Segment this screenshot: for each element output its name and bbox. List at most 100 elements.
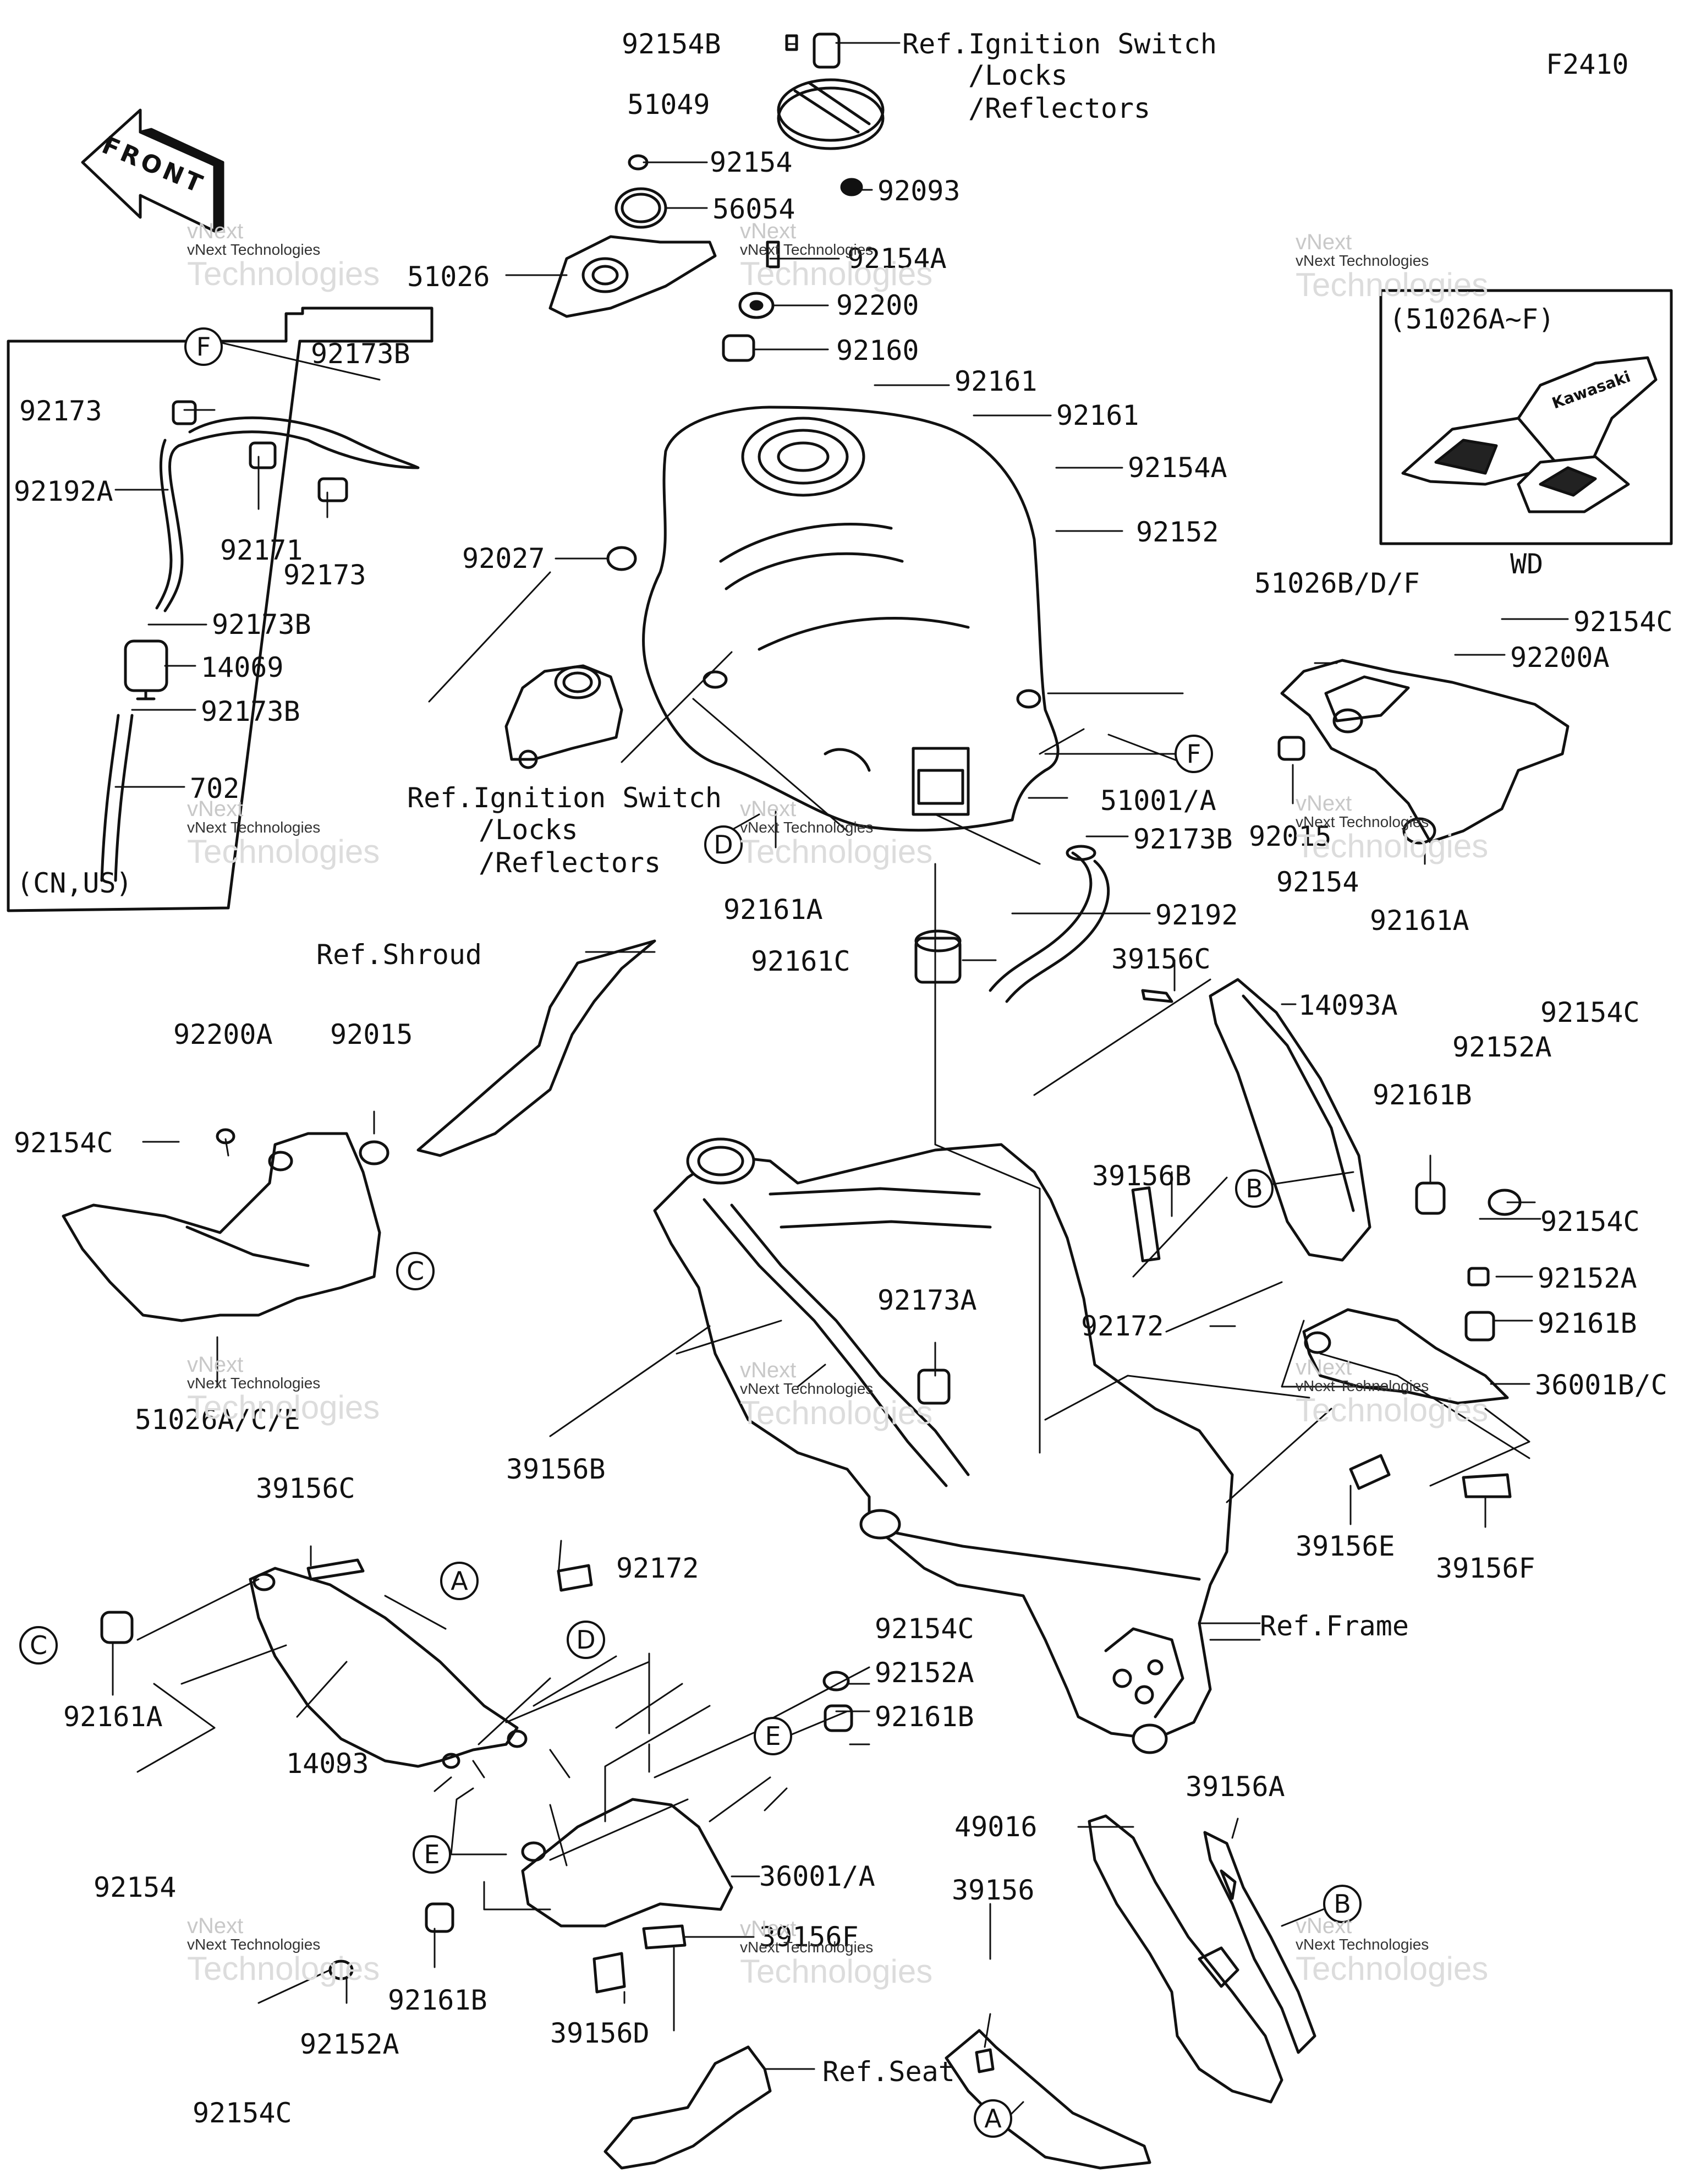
part-label: 92173B bbox=[212, 609, 311, 641]
part-label: 92015 bbox=[330, 1019, 413, 1050]
part-label: 92200A bbox=[173, 1019, 273, 1050]
part-label: 92093 bbox=[877, 175, 961, 207]
callout-d: D bbox=[704, 825, 743, 864]
part-label: 92173B bbox=[311, 338, 410, 370]
part-label: 39156 bbox=[952, 1874, 1035, 1906]
part-label: 39156A bbox=[1186, 1771, 1285, 1803]
part-label: 14093 bbox=[286, 1748, 369, 1780]
part-label: 92161B bbox=[1538, 1307, 1637, 1339]
part-label: 56054 bbox=[712, 193, 795, 225]
ref-ignition-mid-1: Ref.Ignition Switch bbox=[407, 782, 722, 814]
callout-c: C bbox=[396, 1252, 435, 1290]
inset-decal-drawing bbox=[1401, 356, 1658, 513]
part-label: 49016 bbox=[954, 1811, 1038, 1843]
fuel-cap-51049 bbox=[777, 78, 885, 142]
part-label: 92154C bbox=[1540, 997, 1640, 1028]
part-label: 92171 bbox=[220, 534, 303, 566]
part-label: 92161B bbox=[875, 1701, 974, 1733]
part-label: 92173B bbox=[201, 696, 300, 727]
part-label: 92154 bbox=[94, 1871, 177, 1903]
part-label: 92161A bbox=[63, 1701, 163, 1733]
part-label: 92161B bbox=[1373, 1079, 1472, 1111]
inner-cover-14093A bbox=[1209, 978, 1371, 1262]
part-label: 702 bbox=[190, 773, 240, 804]
callout-a: A bbox=[440, 1562, 479, 1600]
part-label: 92154C bbox=[1573, 606, 1673, 638]
part-label: 92152A bbox=[875, 1657, 974, 1689]
part-label: 92161B bbox=[388, 1984, 487, 2016]
callout-b: B bbox=[1323, 1885, 1362, 1923]
part-label: 39156E bbox=[1296, 1530, 1395, 1562]
part-label: 51026A/C/E bbox=[135, 1404, 301, 1436]
part-label: 92015 bbox=[1249, 820, 1332, 852]
inset-caption: WD bbox=[1510, 548, 1544, 580]
callout-f: F bbox=[1175, 735, 1213, 773]
figure-code: F2410 bbox=[1546, 48, 1629, 80]
part-label: 92154C bbox=[1540, 1206, 1640, 1238]
callout-d: D bbox=[567, 1621, 605, 1659]
part-label: 14069 bbox=[201, 652, 284, 683]
part-label: 92161C bbox=[751, 945, 851, 977]
callout-e: E bbox=[413, 1835, 451, 1874]
part-label: 92200A bbox=[1510, 642, 1610, 674]
ref-seat: Ref.Seat bbox=[822, 2056, 955, 2088]
callout-c: C bbox=[19, 1626, 58, 1665]
part-label: 92173A bbox=[877, 1284, 977, 1316]
part-label: 51001/A bbox=[1100, 785, 1216, 817]
part-label: 92173 bbox=[19, 395, 102, 427]
bracket-36001A bbox=[521, 1798, 733, 1928]
part-label: 92154C bbox=[875, 1613, 974, 1645]
callout-f: F bbox=[184, 327, 223, 366]
inset-frame bbox=[1379, 289, 1673, 545]
front-arrow-icon bbox=[81, 108, 224, 233]
shroud bbox=[416, 939, 656, 1157]
part-label: 39156C bbox=[256, 1473, 355, 1504]
ref-ignition-top-1: Ref.Ignition Switch bbox=[902, 28, 1217, 60]
fuel-tank-51001 bbox=[642, 406, 1060, 832]
part-label: 92173B bbox=[1133, 823, 1233, 855]
inner-cover-14093 bbox=[249, 1567, 519, 1768]
part-label: 92161A bbox=[1370, 905, 1469, 937]
part-label: 39156B bbox=[1092, 1160, 1192, 1192]
part-label: 92172 bbox=[616, 1552, 699, 1584]
part-label: 92192A bbox=[14, 475, 113, 507]
callout-e: E bbox=[754, 1717, 792, 1755]
part-label: 92152A bbox=[1452, 1031, 1552, 1063]
part-label: 92192 bbox=[1155, 899, 1238, 931]
part-label: 39156C bbox=[1111, 943, 1211, 975]
part-label: 92154A bbox=[847, 243, 947, 275]
part-label: 36001/A bbox=[759, 1860, 875, 1892]
part-label: 92161 bbox=[1056, 399, 1139, 431]
part-label: 92027 bbox=[462, 543, 545, 574]
part-label: 92152A bbox=[1538, 1262, 1637, 1294]
part-label: 92154 bbox=[710, 146, 793, 178]
inset-title: (51026A~F) bbox=[1389, 303, 1555, 335]
part-label: 92200 bbox=[836, 289, 919, 321]
region-note: (CN,US) bbox=[17, 867, 133, 899]
part-label: 92160 bbox=[836, 335, 919, 366]
part-label: 51026B/D/F bbox=[1254, 567, 1420, 599]
seat-ref-bracket bbox=[603, 2045, 772, 2170]
strip-39156A bbox=[1203, 1831, 1316, 2054]
part-label: 92161A bbox=[723, 894, 823, 926]
part-label: 36001B/C bbox=[1535, 1369, 1667, 1401]
part-label: 92172 bbox=[1081, 1310, 1164, 1342]
filter-14069 bbox=[124, 639, 168, 692]
part-label: 92173 bbox=[283, 559, 366, 591]
ref-ignition-mid-3: /Reflectors bbox=[479, 847, 661, 879]
callout-b: B bbox=[1235, 1169, 1274, 1208]
part-label: 39156D bbox=[550, 2017, 650, 2049]
